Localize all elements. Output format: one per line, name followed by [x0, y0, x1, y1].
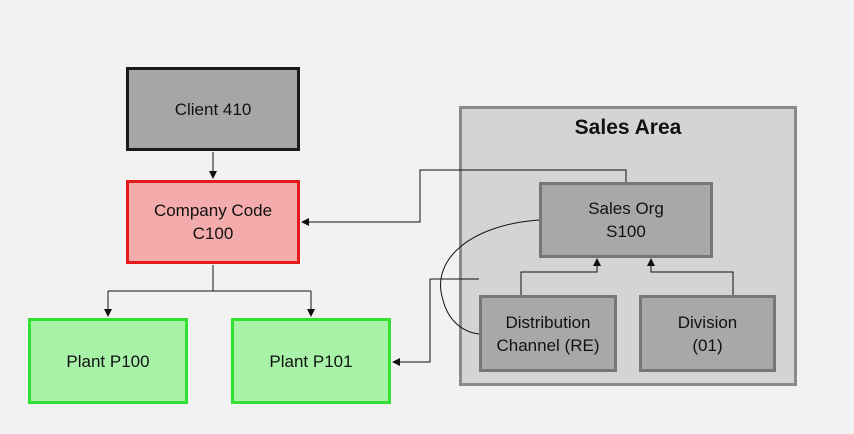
plant-label: Plant P101 — [269, 351, 353, 371]
plant-label: Plant P100 — [66, 351, 150, 371]
client-node[interactable]: Client 410 — [126, 67, 300, 151]
sales-org-node[interactable]: Sales Org S100 — [539, 182, 713, 258]
client-label: Client 410 — [174, 99, 252, 119]
distribution-channel-id: Channel (RE) — [496, 335, 600, 355]
company-code-id: C100 — [192, 224, 234, 243]
division-to-sales-org-connector — [647, 258, 734, 295]
division-node[interactable]: Division (01) — [639, 295, 776, 372]
company-code-label: Company Code — [153, 201, 273, 220]
distribution-to-plant-p101-connector — [392, 278, 479, 366]
company-to-plant-trunk-connector — [108, 265, 311, 292]
sales-org-id: S100 — [606, 222, 646, 241]
sales-org-label: Sales Org — [588, 199, 664, 218]
plant-node-p100[interactable]: Plant P100 — [28, 318, 188, 404]
division-id: (01) — [692, 335, 723, 355]
sales-org-distribution-link-curve — [440, 219, 540, 335]
distribution-to-sales-org-connector — [520, 258, 601, 295]
distribution-channel-label: Distribution — [505, 312, 591, 332]
sales-area-title: Sales Area — [574, 116, 682, 139]
distribution-channel-node[interactable]: Distribution Channel (RE) — [479, 295, 617, 372]
division-label: Division — [677, 312, 738, 332]
company-code-node[interactable]: Company Code C100 — [126, 180, 300, 264]
sales-org-to-company-connector — [301, 169, 627, 226]
plant-node-p101[interactable]: Plant P101 — [231, 318, 391, 404]
